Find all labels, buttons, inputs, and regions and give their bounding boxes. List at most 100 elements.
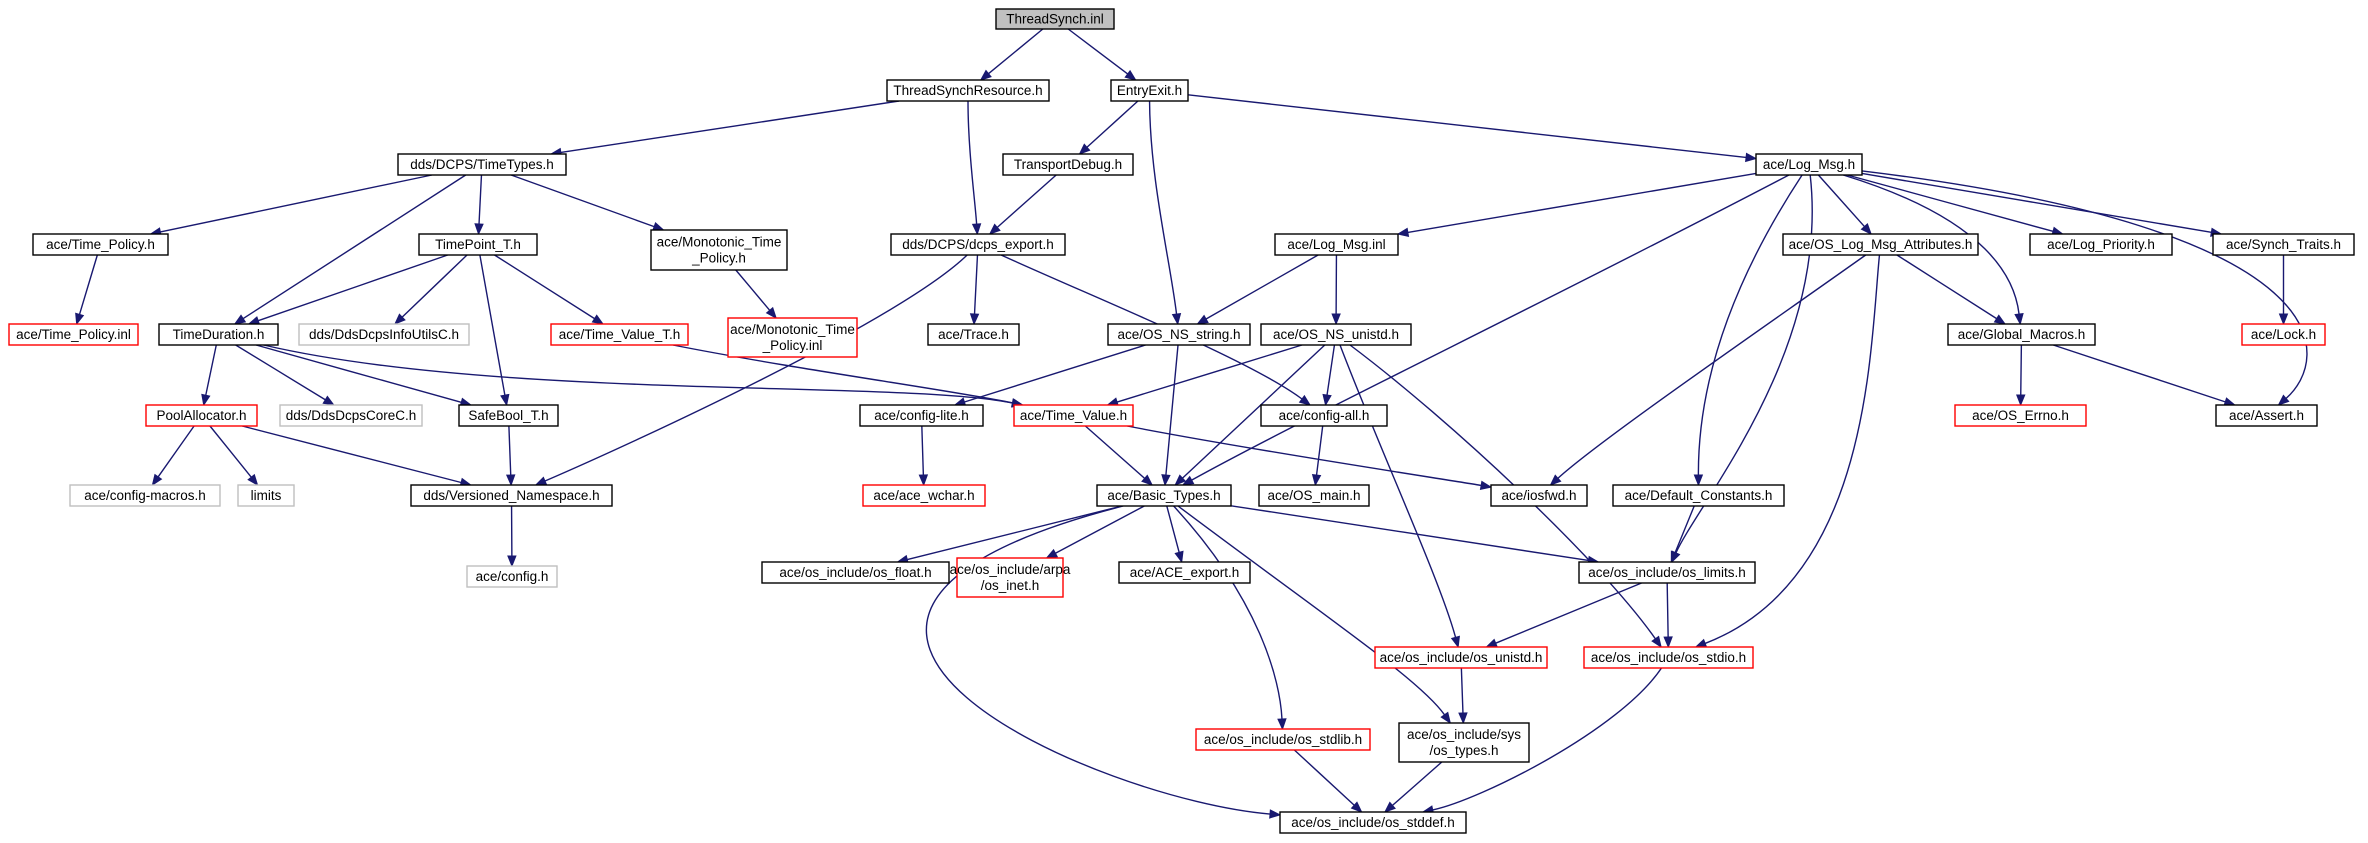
edge-globmac-to-oserrno [2016, 344, 2026, 407]
node-trace[interactable]: ace/Trace.h [927, 323, 1020, 346]
node-osunistd[interactable]: ace/os_include/os_unistd.h [1374, 646, 1548, 669]
node-tpolicyinl[interactable]: ace/Time_Policy.inl [8, 323, 139, 346]
edge-poolalloc-to-versns [242, 425, 473, 487]
node-limits[interactable]: limits [237, 484, 295, 507]
arrowhead [201, 393, 211, 407]
edge-line [2053, 344, 2226, 403]
node-ee[interactable]: EntryExit.h [1110, 79, 1189, 102]
node-ostypes[interactable]: ace/os_include/sys/os_types.h [1398, 722, 1530, 763]
node-box [2212, 233, 2355, 256]
arrowhead [591, 314, 605, 325]
node-versns[interactable]: dds/Versioned_Namespace.h [410, 484, 613, 507]
node-tval[interactable]: ace/Time_Value.h [1013, 404, 1134, 427]
node-osinet[interactable]: ace/os_include/arpa/os_inet.h [950, 557, 1071, 598]
edge-osnsuni-to-osunistd [1339, 344, 1460, 649]
arrowhead [765, 306, 777, 320]
node-aceexp[interactable]: ace/ACE_export.h [1118, 561, 1251, 584]
edge-line [1407, 172, 1757, 234]
node-acewchar[interactable]: ace/ace_wchar.h [862, 484, 986, 507]
node-logmsg[interactable]: ace/Log_Msg.h [1755, 153, 1863, 176]
node-oserrno[interactable]: ace/OS_Errno.h [1954, 404, 2087, 427]
edge-ee-to-logmsg [1187, 94, 1758, 163]
arrowhead [1485, 638, 1498, 648]
arrowhead [2016, 394, 2026, 407]
node-logprio[interactable]: ace/Log_Priority.h [2029, 233, 2173, 256]
node-oslogattr[interactable]: ace/OS_Log_Msg_Attributes.h [1782, 233, 1979, 256]
edge-line [1315, 425, 1324, 476]
node-logmsginl[interactable]: ace/Log_Msg.inl [1274, 233, 1399, 256]
node-mono[interactable]: ace/Monotonic_Time_Policy.h [650, 229, 788, 271]
node-safebool[interactable]: SafeBool_T.h [458, 404, 559, 427]
node-basictypes[interactable]: ace/Basic_Types.h [1096, 484, 1232, 507]
node-lockh[interactable]: ace/Lock.h [2241, 323, 2326, 346]
arrowhead [1440, 711, 1452, 725]
edge-line [401, 254, 468, 318]
node-box [1490, 484, 1588, 507]
edge-line [242, 425, 462, 484]
arrowhead [1298, 394, 1312, 406]
node-osstddef[interactable]: ace/os_include/os_stddef.h [1279, 811, 1467, 834]
node-dcpsexp[interactable]: dds/DCPS/dcps_export.h [890, 233, 1066, 256]
arrowhead [474, 223, 484, 236]
arrowhead [1196, 314, 1209, 325]
node-assert[interactable]: ace/Assert.h [2215, 404, 2318, 427]
node-box [1110, 79, 1189, 102]
edge-basictypes-to-ostypes [1177, 505, 1452, 725]
node-tpolicy[interactable]: ace/Time_Policy.h [32, 233, 169, 256]
node-tdebug[interactable]: TransportDebug.h [1002, 153, 1134, 176]
edge-line [1339, 344, 1457, 638]
node-osstdio[interactable]: ace/os_include/os_stdio.h [1583, 646, 1754, 669]
edge-line [1084, 425, 1146, 479]
node-synchtr[interactable]: ace/Synch_Traits.h [2212, 233, 2355, 256]
edge-tdur-to-tval [263, 344, 1024, 408]
node-osnsuni[interactable]: ace/OS_NS_unistd.h [1260, 323, 1412, 346]
node-label: ace/os_include/os_stdlib.h [1204, 732, 1362, 747]
node-poolalloc[interactable]: PoolAllocator.h [145, 404, 258, 427]
arrowhead [652, 221, 665, 231]
arrowhead [1479, 480, 1493, 491]
edge-line [672, 344, 1013, 404]
edge-line [1086, 100, 1139, 148]
node-tsr[interactable]: ThreadSynchResource.h [886, 79, 1050, 102]
arrowhead [1171, 313, 1182, 326]
node-globmac[interactable]: ace/Global_Macros.h [1947, 323, 2096, 346]
node-box [1583, 646, 1754, 669]
edge-osnsuni-to-cfgall [1322, 344, 1336, 407]
node-ttypes[interactable]: dds/DCPS/TimeTypes.h [397, 153, 567, 176]
edge-line [560, 100, 900, 154]
node-oslimits[interactable]: ace/os_include/os_limits.h [1578, 561, 1756, 584]
node-label: limits [251, 488, 282, 503]
node-aceconfig[interactable]: ace/config.h [466, 565, 558, 588]
arrowhead [2278, 313, 2289, 326]
edge-logmsg-to-oslogattr [1817, 174, 1873, 236]
node-osnsstr[interactable]: ace/OS_NS_string.h [1107, 323, 1251, 346]
node-ddscore[interactable]: dds/DdsDcpsCoreC.h [279, 404, 423, 427]
edge-line [1460, 667, 1464, 714]
node-osfloat[interactable]: ace/os_include/os_float.h [761, 561, 950, 584]
edge-line [508, 425, 512, 476]
node-label: ace/Time_Value.h [1020, 408, 1127, 423]
node-box [1279, 811, 1467, 834]
node-tpoint[interactable]: TimePoint_T.h [418, 233, 538, 256]
node-box [298, 323, 470, 346]
node-defconst[interactable]: ace/Default_Constants.h [1612, 484, 1785, 507]
node-box [761, 561, 950, 584]
edge-line [2020, 344, 2023, 396]
node-box [1002, 153, 1134, 176]
edge-versns-to-aceconfig [507, 505, 517, 568]
edge-tpolicy-to-tpolicyinl [75, 254, 99, 326]
node-tvalt[interactable]: ace/Time_Value_T.h [550, 323, 689, 346]
node-box [1013, 404, 1134, 427]
node-ddsinfo[interactable]: dds/DdsDcpsInfoUtilsC.h [298, 323, 470, 346]
node-iosfwd[interactable]: ace/iosfwd.h [1490, 484, 1588, 507]
node-tdur[interactable]: TimeDuration.h [158, 323, 279, 346]
node-box [1260, 323, 1412, 346]
node-cfgall[interactable]: ace/config-all.h [1260, 404, 1388, 427]
edge-line [78, 254, 99, 315]
node-cfgmacros[interactable]: ace/config-macros.h [69, 484, 221, 507]
node-osstdlib[interactable]: ace/os_include/os_stdlib.h [1195, 728, 1371, 751]
node-osmain[interactable]: ace/OS_main.h [1258, 484, 1370, 507]
node-cfglite[interactable]: ace/config-lite.h [859, 404, 984, 427]
node-monoinl[interactable]: ace/Monotonic_Time_Policy.inl [727, 317, 858, 358]
